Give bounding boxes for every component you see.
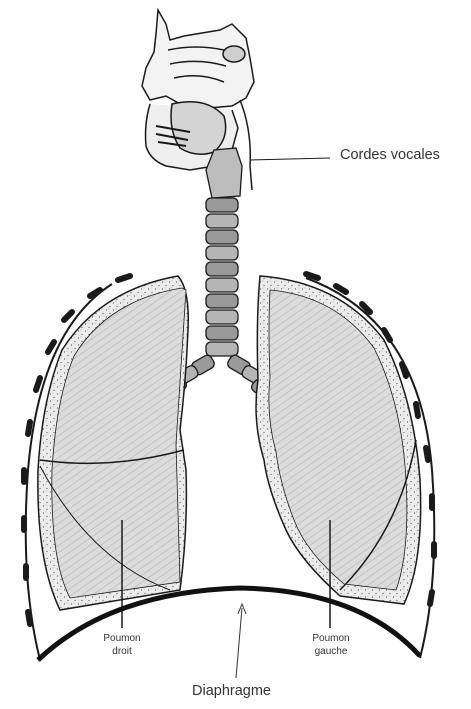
vocal-cords-pointer bbox=[250, 158, 330, 160]
diaphragm-label: Diaphragme bbox=[192, 683, 271, 699]
tongue bbox=[171, 102, 226, 155]
right-lung-label-line2: droit bbox=[94, 645, 150, 658]
right-lung-label-line1: Poumon bbox=[94, 632, 150, 645]
left-lung-label-line1: Poumon bbox=[302, 632, 360, 645]
left-lung bbox=[256, 276, 421, 604]
larynx bbox=[206, 148, 242, 198]
right-lung-label: Poumon droit bbox=[94, 632, 150, 658]
left-lung-label: Poumon gauche bbox=[302, 632, 360, 658]
right-lung bbox=[38, 276, 188, 610]
diaphragm-arrow bbox=[236, 604, 246, 678]
left-lung-label-line2: gauche bbox=[302, 645, 360, 658]
vocal-cords-label: Cordes vocales bbox=[340, 147, 440, 163]
